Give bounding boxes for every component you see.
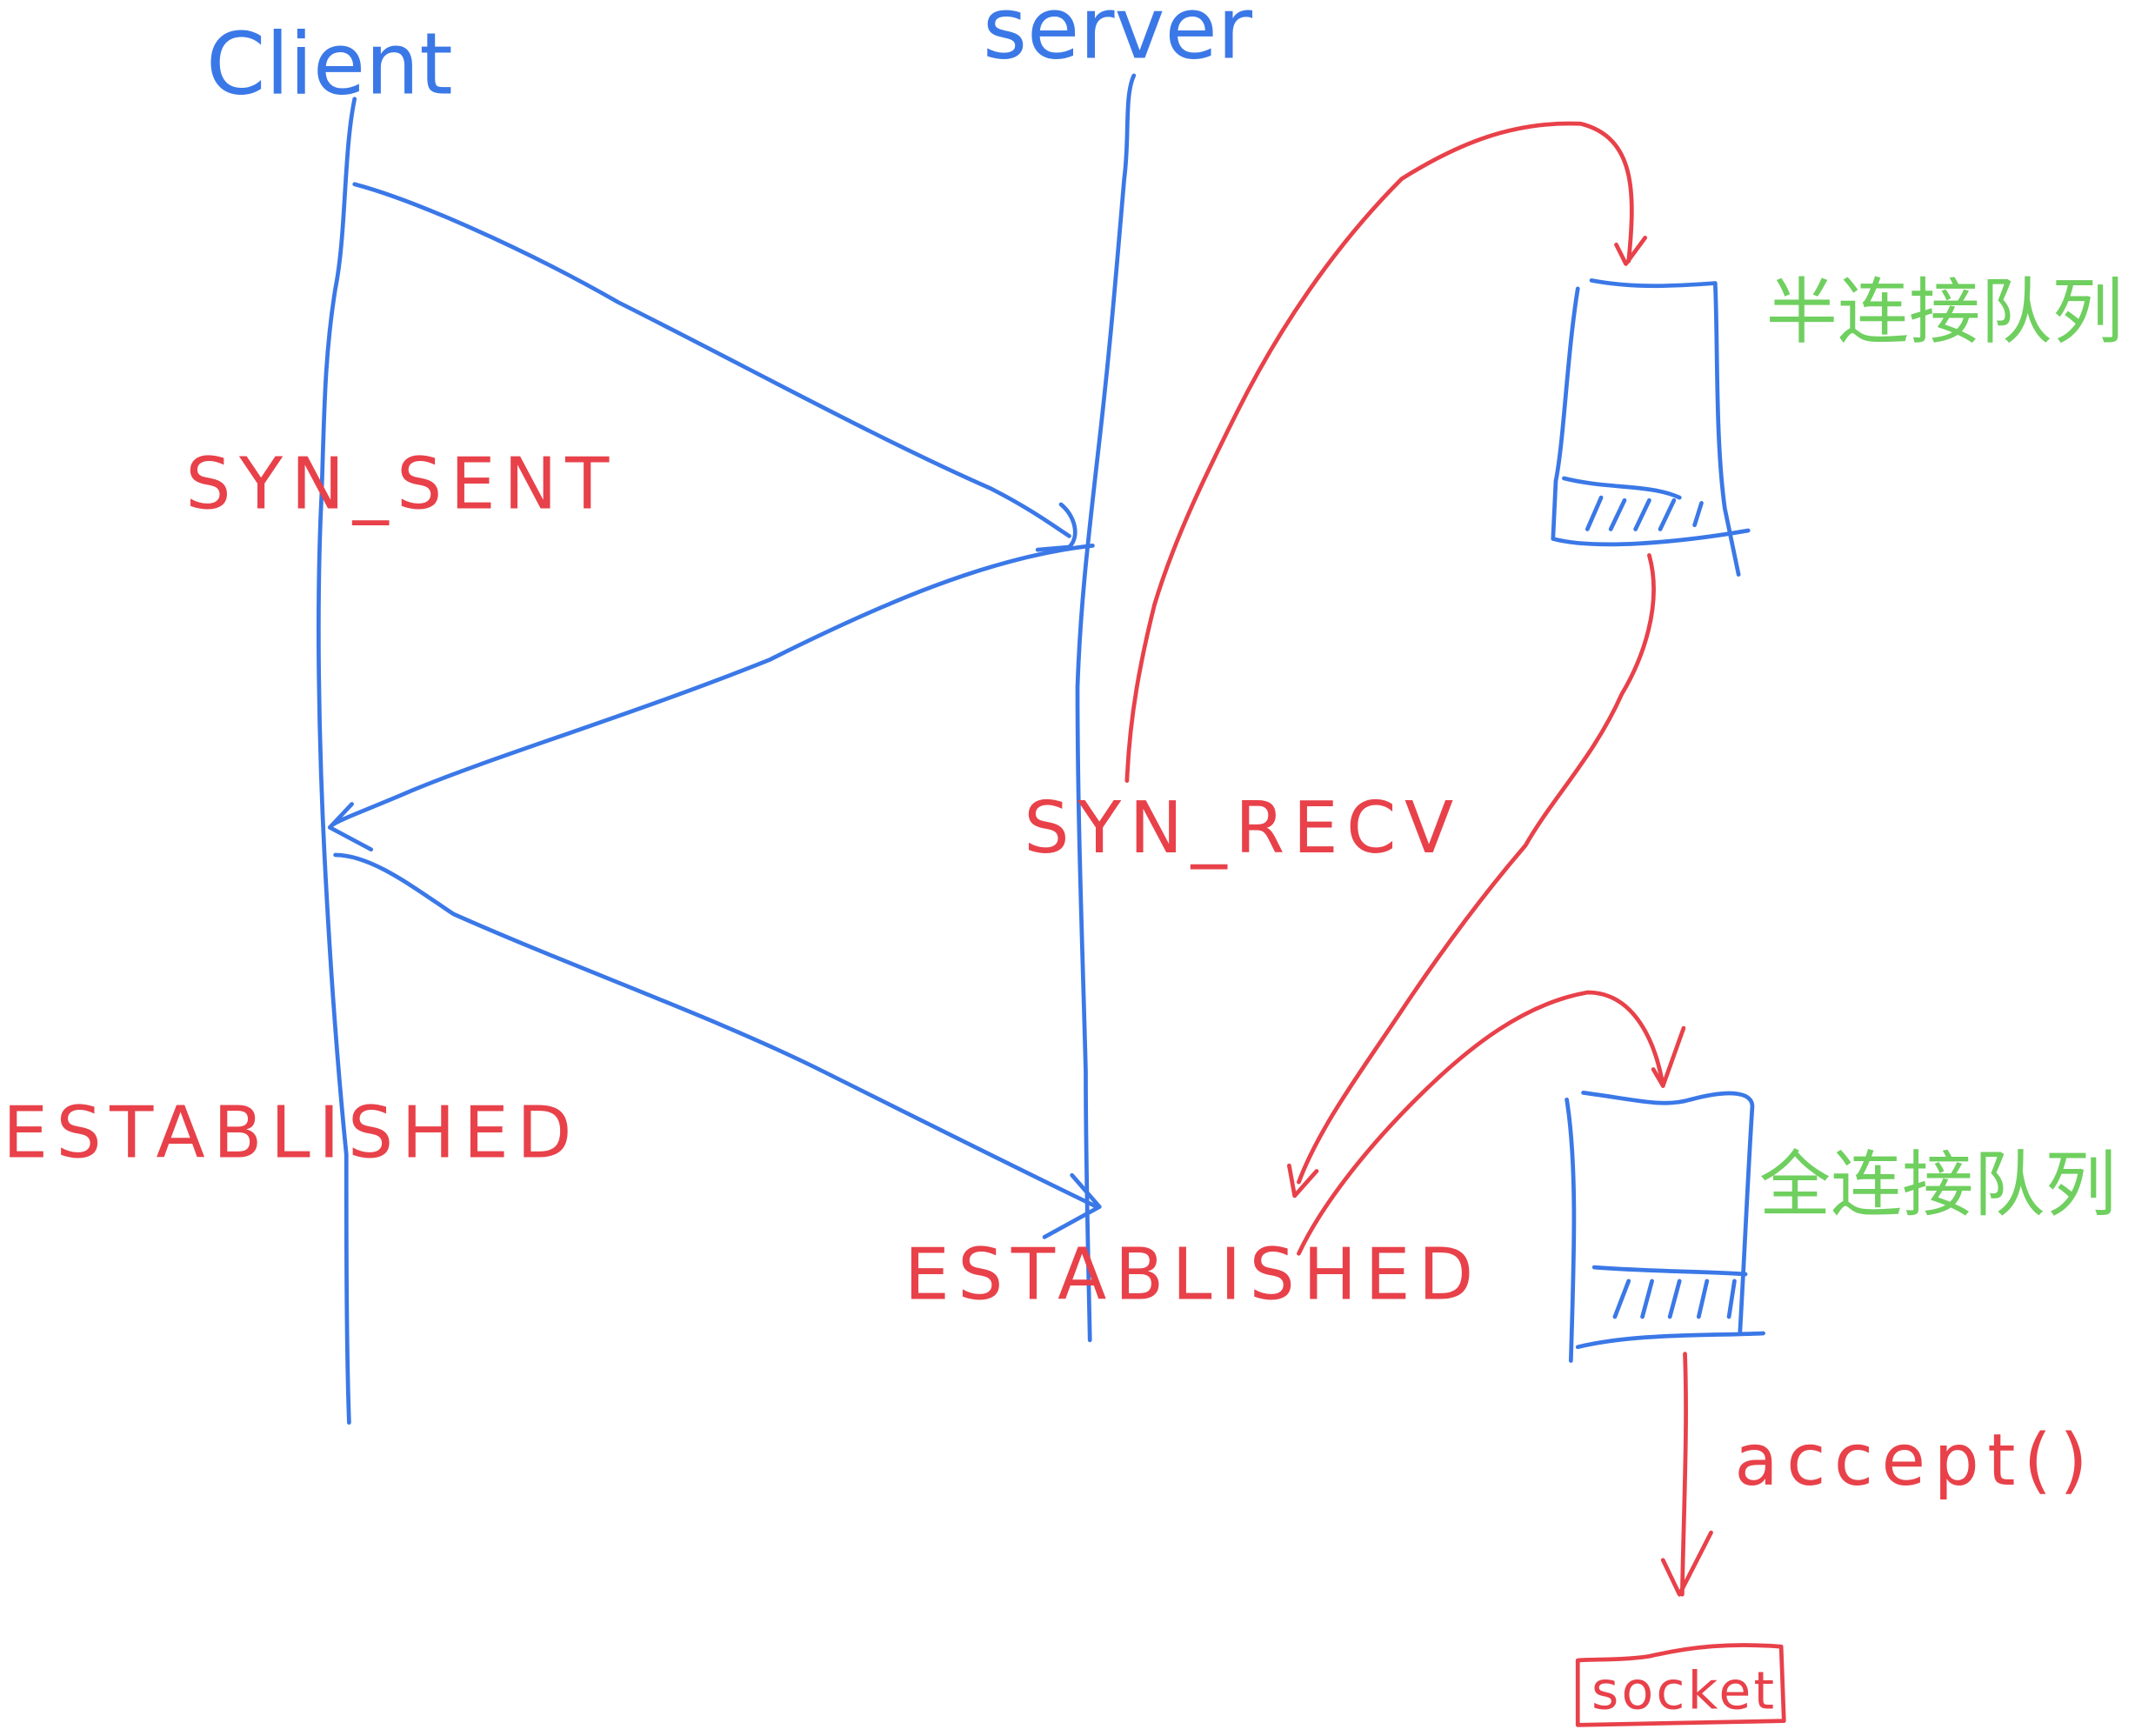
server-label: server: [983, 0, 1253, 78]
half-queue-label: 半连接队列: [1766, 271, 2124, 354]
server-lifeline: [1075, 73, 1137, 1343]
accept-arrow: [1679, 1352, 1688, 1597]
full-queue-items: [1591, 1265, 1748, 1319]
accept-call-label: accept(): [1734, 1419, 2096, 1502]
to-half-queue-arrow: [1124, 121, 1634, 784]
full-queue-label: 全连接队列: [1759, 1145, 2117, 1227]
to-full-queue-arrowhead: [1651, 1025, 1686, 1088]
syn-ack-arrowhead: [327, 802, 374, 852]
syn-ack-arrow: [330, 544, 1095, 827]
accept-arrowhead: [1660, 1530, 1713, 1597]
to-half-queue-arrowhead: [1614, 236, 1648, 266]
to-full-queue-arrow: [1297, 990, 1665, 1256]
client-established-state: ESTABLISHED: [3, 1092, 580, 1175]
socket-box: [1575, 1643, 1786, 1727]
half-queue-items: [1562, 476, 1704, 531]
syn-recv-state: SYN_RECV: [1024, 787, 1461, 870]
syn-sent-state: SYN_SENT: [185, 444, 617, 526]
client-label: Client: [206, 15, 453, 114]
to-established-arrow: [1297, 553, 1656, 1185]
to-established-arrowhead: [1287, 1163, 1319, 1199]
client-lifeline: [316, 97, 357, 1426]
ack-arrow: [333, 852, 1099, 1209]
ack-arrowhead: [1042, 1172, 1102, 1239]
syn-arrow: [352, 182, 1071, 538]
socket-label: socket: [1591, 1660, 1777, 1721]
full-queue-box: [1565, 1091, 1765, 1363]
half-queue-box: [1551, 278, 1751, 577]
server-established-state: ESTABLISHED: [904, 1233, 1482, 1316]
